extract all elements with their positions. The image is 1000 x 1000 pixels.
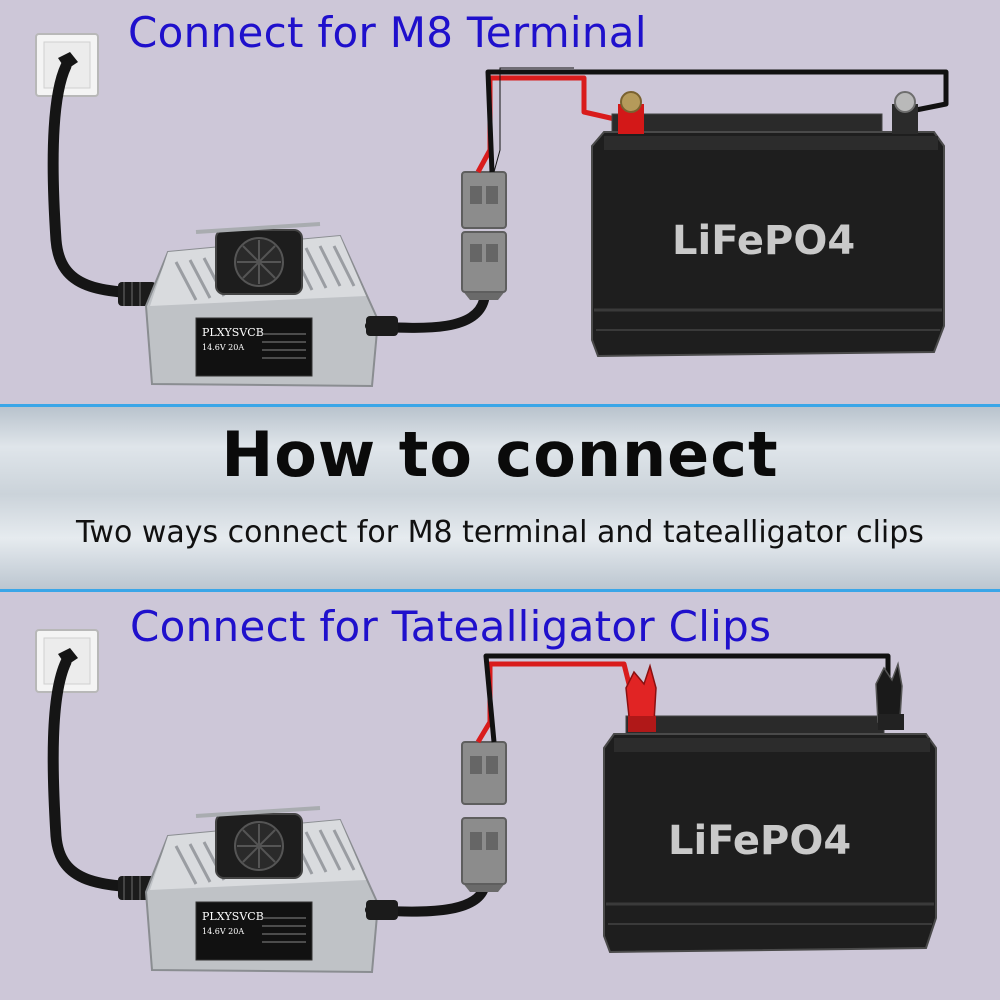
band-heading: How to connect — [221, 418, 779, 491]
connector-icon — [461, 741, 507, 892]
band-subtitle: Two ways connect for M8 terminal and tat… — [76, 515, 924, 550]
ac-cable-strain-relief — [118, 282, 156, 306]
charger-rating: 14.6V 20A — [202, 927, 244, 936]
charger-icon: PLXYSVCB 14.6V 20A — [144, 222, 380, 388]
clips-section-title: Connect for Tatealligator Clips — [130, 602, 772, 651]
alligator-clip-icon — [625, 661, 904, 732]
ac-power-cable — [47, 656, 166, 894]
alligator-clips-panel: Connect for Tatealligator Clips — [0, 592, 1000, 1000]
connector-icon — [461, 171, 507, 300]
charger-rating: 14.6V 20A — [202, 343, 244, 352]
negative-wire — [483, 653, 891, 743]
battery-icon: LiFePO4 — [603, 715, 937, 954]
positive-wire — [475, 661, 633, 744]
how-to-connect-band: How to connect Two ways connect for M8 t… — [0, 404, 1000, 592]
ring-terminal-icon — [618, 91, 918, 134]
dc-cable-strain-relief — [366, 900, 398, 920]
charger-brand: PLXYSVCB — [202, 910, 264, 923]
positive-wire — [475, 75, 629, 174]
m8-terminal-panel: Connect for M8 Terminal — [0, 0, 1000, 404]
negative-wire — [485, 69, 949, 173]
charger-icon: PLXYSVCB 14.6V 20A — [144, 806, 380, 974]
battery-label: LiFePO4 — [668, 818, 851, 864]
battery-label: LiFePO4 — [672, 218, 855, 264]
wire-outline — [493, 67, 574, 173]
ac-power-cable — [47, 60, 166, 300]
m8-connection-diagram: PLXYSVCB 14.6V 20A — [35, 33, 949, 388]
clips-connection-diagram: PLXYSVCB 14.6V 20A — [35, 629, 937, 974]
battery-icon: LiFePO4 — [591, 113, 945, 358]
charger-brand: PLXYSVCB — [202, 326, 264, 339]
dc-cable-strain-relief — [366, 316, 398, 336]
m8-section-title: Connect for M8 Terminal — [128, 8, 647, 57]
